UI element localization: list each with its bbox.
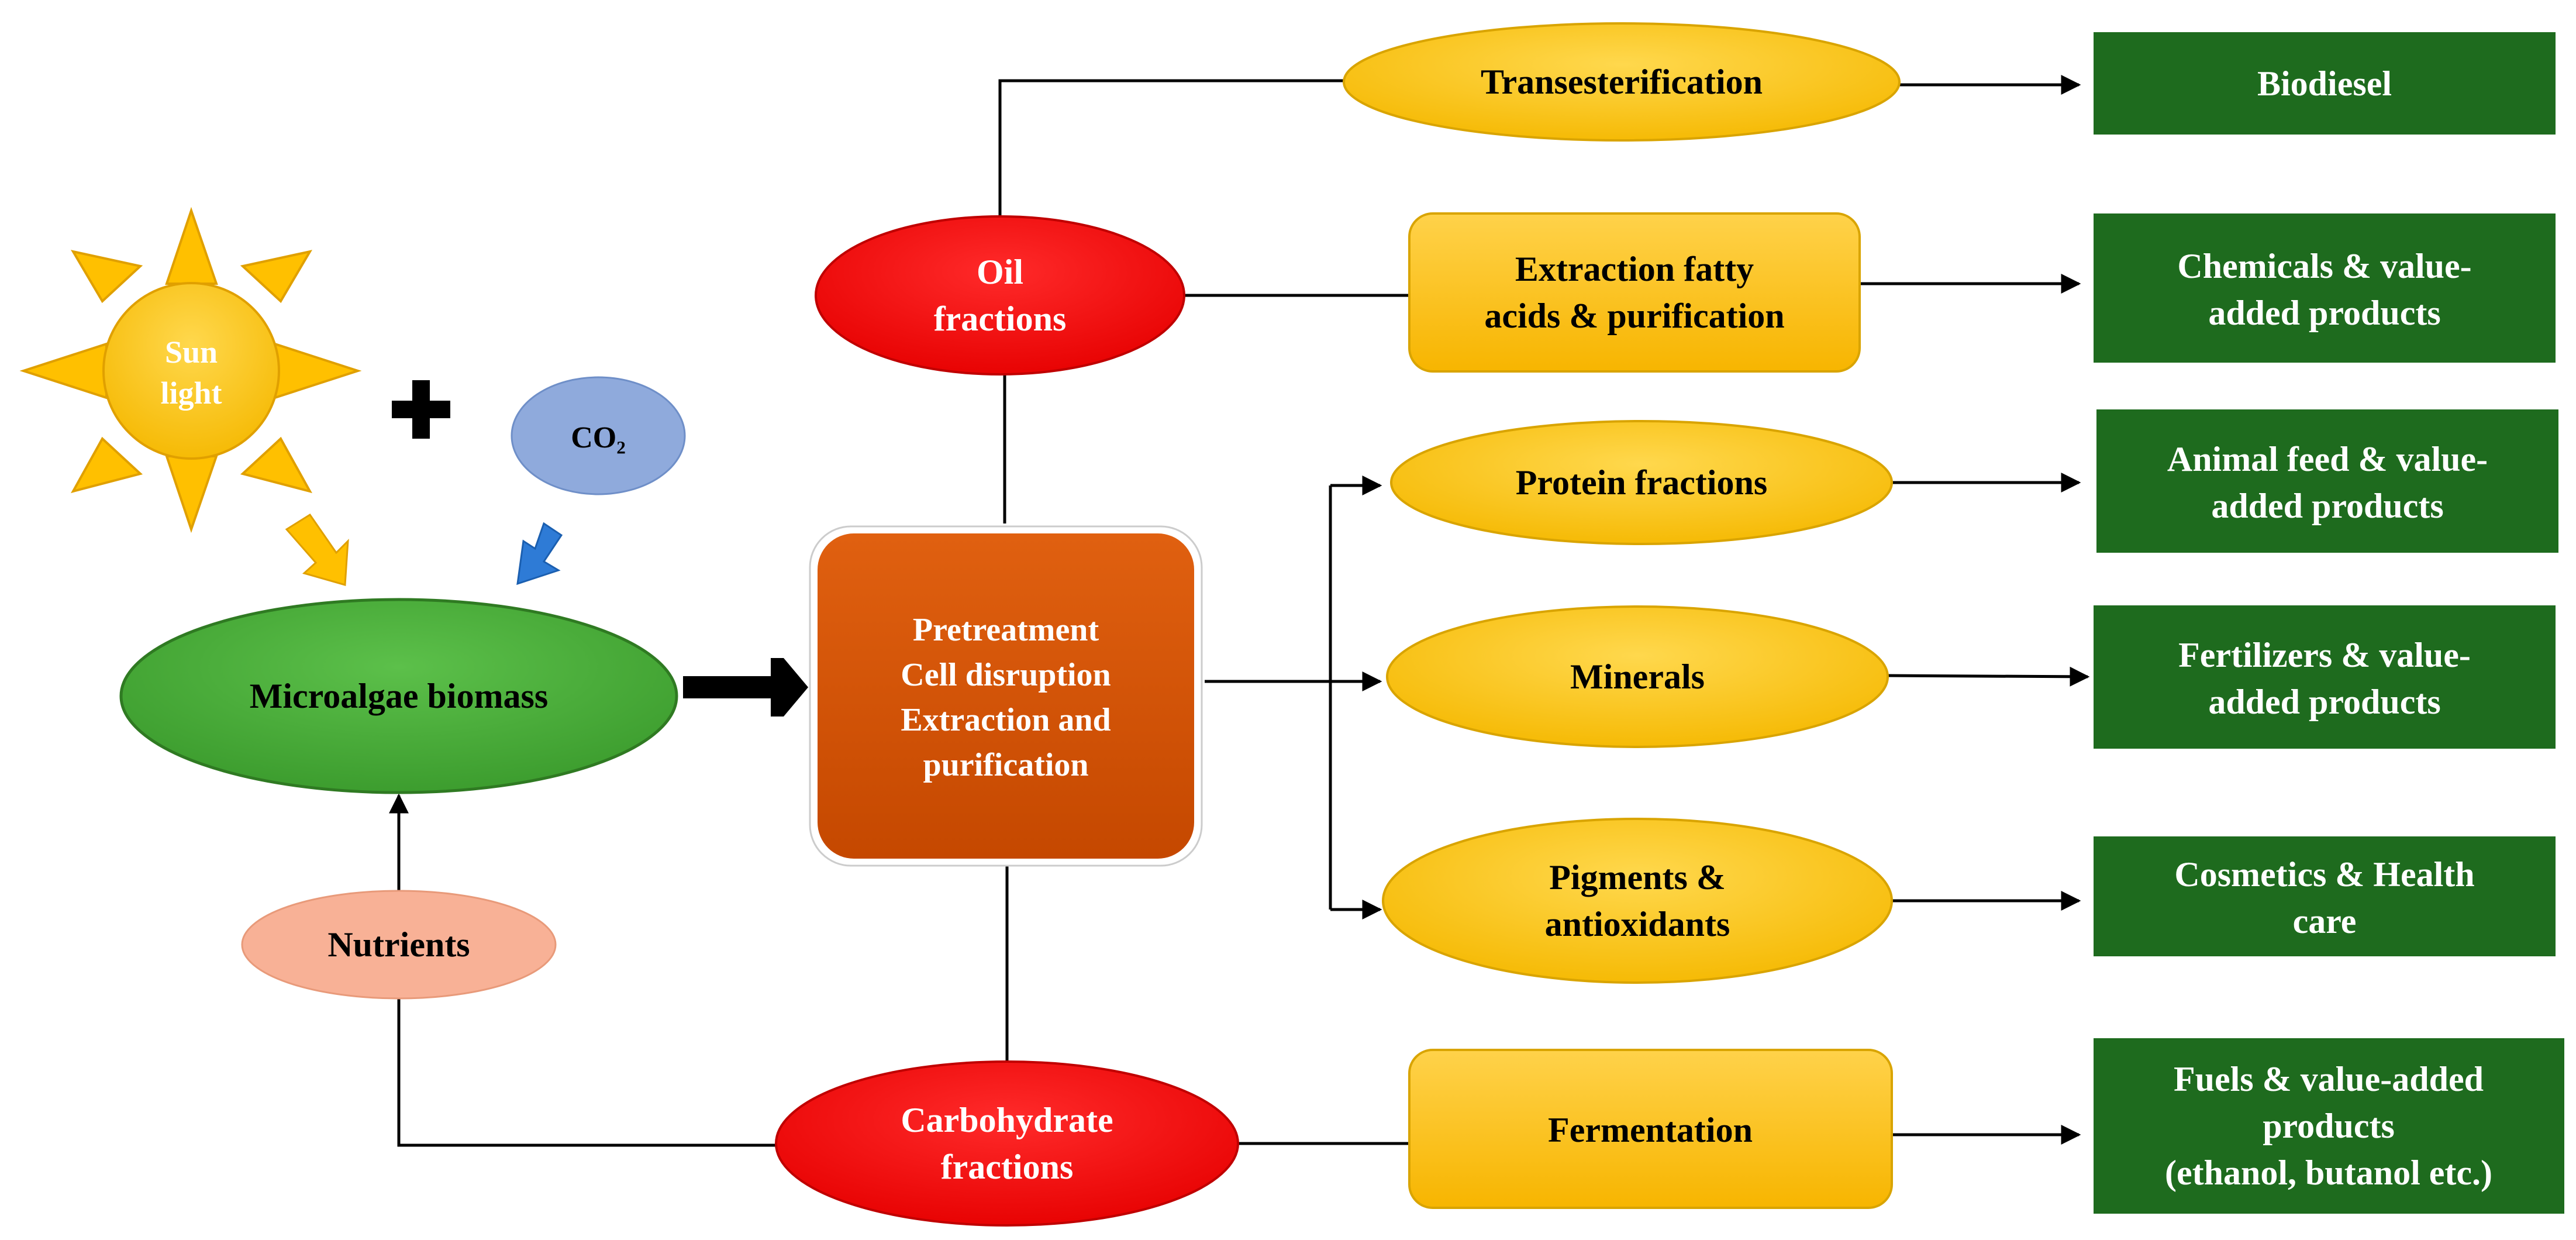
product-biodiesel: Biodiesel xyxy=(2094,32,2556,135)
product-cosmetics-line1: Cosmetics & Health xyxy=(2174,855,2474,894)
pigments-antioxidants-node: Pigments & antioxidants xyxy=(1382,818,1893,984)
transesterification-label: Transesterification xyxy=(1481,63,1763,101)
product-animal-feed: Animal feed & value- added products xyxy=(2096,409,2558,553)
minerals-label: Minerals xyxy=(1570,657,1705,696)
connector-oil-to-transesterification xyxy=(998,79,1345,216)
pigments-line1: Pigments & xyxy=(1549,858,1726,897)
product-fuels: Fuels & value-added products (ethanol, b… xyxy=(2094,1038,2564,1214)
carbohydrate-line1: Carbohydrate xyxy=(901,1101,1113,1139)
co2-node: CO₂ xyxy=(511,376,686,495)
sun-disc xyxy=(102,282,280,460)
arrows xyxy=(389,75,2090,1145)
product-fuels-line3: (ethanol, butanol etc.) xyxy=(2165,1153,2492,1192)
oil-fractions-node: Oil fractions xyxy=(815,215,1185,376)
sun-ray-bottom-right xyxy=(240,436,313,494)
sun-ray-bottom xyxy=(165,455,218,533)
process-box: Pretreatment Cell disruption Extraction … xyxy=(809,525,1203,867)
sun-ray-right xyxy=(274,342,362,399)
extraction-fatty-acids-node: Extraction fatty acids & purification xyxy=(1408,212,1861,373)
sun-label-line1: Sun xyxy=(165,335,218,370)
plus-icon xyxy=(392,380,450,439)
process-line4: purification xyxy=(923,747,1088,783)
extraction-line1: Extraction fatty xyxy=(1515,250,1754,288)
transesterification-node: Transesterification xyxy=(1343,22,1901,142)
product-chemicals-line1: Chemicals & value- xyxy=(2177,247,2471,285)
co2-arrow-icon xyxy=(516,522,563,585)
product-biodiesel-label: Biodiesel xyxy=(2257,64,2392,103)
sun-ray-bottom-left xyxy=(70,436,143,494)
product-fuels-line1: Fuels & value-added xyxy=(2174,1060,2484,1098)
product-animal-feed-line1: Animal feed & value- xyxy=(2167,440,2488,478)
protein-fractions-label: Protein fractions xyxy=(1516,463,1767,502)
fermentation-label: Fermentation xyxy=(1548,1111,1753,1149)
extraction-line2: acids & purification xyxy=(1484,297,1784,335)
protein-fractions-node: Protein fractions xyxy=(1390,420,1893,545)
product-animal-feed-line2: added products xyxy=(2211,487,2443,525)
product-fertilizers: Fertilizers & value- added products xyxy=(2094,605,2556,749)
sun-ray-top-left xyxy=(70,250,143,304)
microalgae-biomass-label: Microalgae biomass xyxy=(250,677,549,715)
product-cosmetics: Cosmetics & Health care xyxy=(2094,836,2556,956)
arrow-to-fertilizers xyxy=(1885,666,2090,687)
sunlight-arrow-icon xyxy=(285,513,349,586)
oil-fractions-line1: Oil xyxy=(977,253,1023,291)
product-chemicals: Chemicals & value- added products xyxy=(2094,213,2556,363)
fermentation-node: Fermentation xyxy=(1408,1049,1893,1209)
co2-label: CO₂ xyxy=(571,421,626,454)
product-fertilizers-line2: added products xyxy=(2208,683,2440,721)
process-line2: Cell disruption xyxy=(901,657,1111,693)
sun-icon: Sun light xyxy=(19,206,362,533)
pigments-line2: antioxidants xyxy=(1545,905,1730,943)
microalgae-biomass-node: Microalgae biomass xyxy=(119,598,678,794)
nutrients-node: Nutrients xyxy=(241,890,557,1000)
process-line3: Extraction and xyxy=(901,702,1111,738)
sun-ray-top-right xyxy=(240,250,313,304)
product-fertilizers-line1: Fertilizers & value- xyxy=(2178,636,2471,674)
connectors xyxy=(397,79,1409,1147)
carbohydrate-line2: fractions xyxy=(941,1148,1074,1186)
big-arrow-biomass-to-process xyxy=(683,658,808,717)
minerals-node: Minerals xyxy=(1386,605,1889,748)
product-fuels-line2: products xyxy=(2263,1107,2395,1145)
carbohydrate-fractions-node: Carbohydrate fractions xyxy=(775,1060,1239,1227)
connector-carbohydrate-to-nutrients xyxy=(397,997,778,1147)
sun-label-line2: light xyxy=(160,376,222,411)
sun-ray-left xyxy=(19,342,108,399)
nutrients-label: Nutrients xyxy=(327,925,470,964)
product-chemicals-line2: added products xyxy=(2208,294,2440,332)
process-line1: Pretreatment xyxy=(913,612,1099,648)
sun-ray-top xyxy=(165,206,218,285)
oil-fractions-line2: fractions xyxy=(934,299,1067,338)
product-cosmetics-line2: care xyxy=(2293,902,2357,941)
